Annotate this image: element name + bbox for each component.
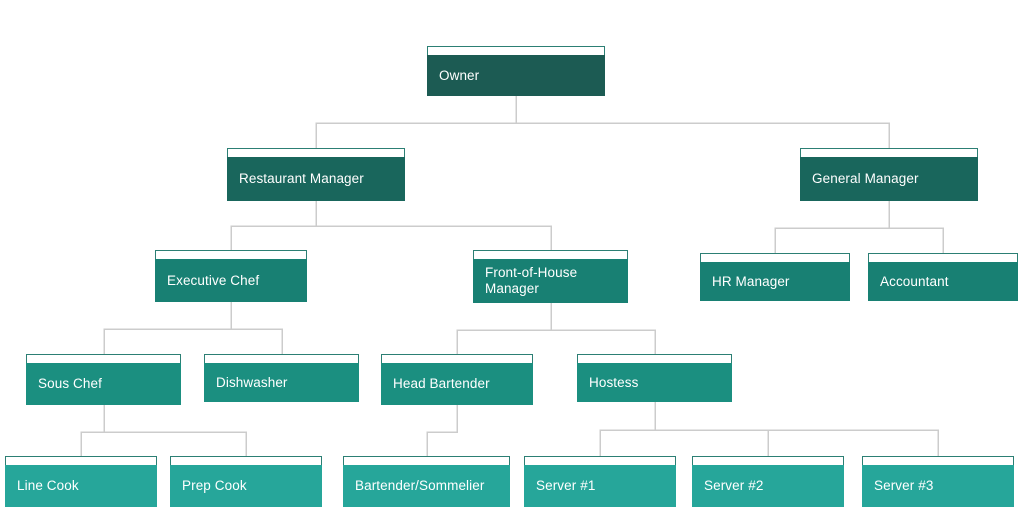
org-connector-owner-to-gen_mgr — [515, 96, 890, 148]
org-node-body: Hostess — [577, 363, 732, 402]
org-node-body: Sous Chef — [26, 363, 181, 405]
org-node-accent-strip — [227, 148, 405, 157]
org-node-body: Prep Cook — [170, 465, 322, 507]
org-node-body: Head Bartender — [381, 363, 533, 405]
org-node-server1[interactable]: Server #1 — [524, 456, 676, 507]
org-connector-foh_mgr-to-hostess — [550, 303, 656, 354]
org-node-head_bar[interactable]: Head Bartender — [381, 354, 533, 405]
org-node-accent-strip — [155, 250, 307, 259]
org-node-label: Line Cook — [17, 478, 79, 493]
org-node-accent-strip — [524, 456, 676, 465]
org-node-body: Accountant — [868, 262, 1018, 301]
org-node-owner[interactable]: Owner — [427, 46, 605, 96]
org-node-label: Server #3 — [874, 478, 934, 493]
org-node-accent-strip — [800, 148, 978, 157]
org-node-body: Server #3 — [862, 465, 1014, 507]
org-node-label: Server #1 — [536, 478, 596, 493]
org-node-server2[interactable]: Server #2 — [692, 456, 844, 507]
org-node-label: HR Manager — [712, 273, 790, 289]
org-node-hr_mgr[interactable]: HR Manager — [700, 253, 850, 301]
org-node-label: Server #2 — [704, 478, 764, 493]
org-connector-hostess-to-server3 — [654, 402, 939, 456]
org-node-accent-strip — [204, 354, 359, 363]
org-node-rest_mgr[interactable]: Restaurant Manager — [227, 148, 405, 201]
org-node-accent-strip — [473, 250, 628, 259]
org-connector-rest_mgr-to-exec_chef — [230, 201, 317, 250]
org-node-accent-strip — [700, 253, 850, 262]
org-node-label: Executive Chef — [167, 272, 260, 288]
org-node-accent-strip — [868, 253, 1018, 262]
org-node-sous_chef[interactable]: Sous Chef — [26, 354, 181, 405]
org-node-label: Front-of-House Manager — [485, 265, 578, 296]
org-node-body: Owner — [427, 55, 605, 96]
org-node-label: Accountant — [880, 273, 949, 289]
org-node-label: Head Bartender — [393, 376, 490, 391]
org-connector-gen_mgr-to-hr_mgr — [774, 201, 890, 253]
org-node-body: Front-of-House Manager — [473, 259, 628, 303]
org-node-body: Line Cook — [5, 465, 157, 507]
org-connector-gen_mgr-to-accountant — [888, 201, 944, 253]
org-connector-hostess-to-server1 — [599, 402, 656, 456]
org-node-accent-strip — [381, 354, 533, 363]
org-connector-head_bar-to-bartender — [426, 405, 458, 456]
org-node-bartender[interactable]: Bartender/Sommelier — [343, 456, 510, 507]
org-node-body: Bartender/Sommelier — [343, 465, 510, 507]
org-node-accent-strip — [692, 456, 844, 465]
org-node-accent-strip — [5, 456, 157, 465]
org-node-label: Prep Cook — [182, 478, 247, 493]
org-node-exec_chef[interactable]: Executive Chef — [155, 250, 307, 302]
org-connector-owner-to-rest_mgr — [315, 96, 517, 148]
org-node-foh_mgr[interactable]: Front-of-House Manager — [473, 250, 628, 303]
org-node-body: General Manager — [800, 157, 978, 201]
org-node-prep_cook[interactable]: Prep Cook — [170, 456, 322, 507]
org-node-body: HR Manager — [700, 262, 850, 301]
org-node-accent-strip — [577, 354, 732, 363]
org-node-gen_mgr[interactable]: General Manager — [800, 148, 978, 201]
org-node-body: Server #2 — [692, 465, 844, 507]
org-connector-foh_mgr-to-head_bar — [456, 303, 552, 354]
org-node-label: Hostess — [589, 374, 639, 390]
org-node-label: General Manager — [812, 171, 919, 186]
org-node-body: Restaurant Manager — [227, 157, 405, 201]
org-connector-exec_chef-to-sous_chef — [103, 302, 232, 354]
org-node-accent-strip — [343, 456, 510, 465]
org-node-body: Executive Chef — [155, 259, 307, 302]
org-connector-exec_chef-to-dishwasher — [230, 302, 283, 354]
org-connector-hostess-to-server2 — [654, 402, 769, 456]
org-node-label: Owner — [439, 67, 480, 83]
org-node-label: Sous Chef — [38, 376, 102, 391]
org-node-label: Bartender/Sommelier — [355, 478, 485, 493]
org-connector-sous_chef-to-line_cook — [80, 405, 105, 456]
org-node-label: Restaurant Manager — [239, 171, 364, 186]
org-connector-rest_mgr-to-foh_mgr — [315, 201, 552, 250]
org-node-dishwasher[interactable]: Dishwasher — [204, 354, 359, 402]
org-node-server3[interactable]: Server #3 — [862, 456, 1014, 507]
org-node-body: Dishwasher — [204, 363, 359, 402]
org-node-accent-strip — [26, 354, 181, 363]
org-node-accent-strip — [427, 46, 605, 55]
org-connector-sous_chef-to-prep_cook — [103, 405, 247, 456]
org-node-hostess[interactable]: Hostess — [577, 354, 732, 402]
org-node-body: Server #1 — [524, 465, 676, 507]
org-node-accent-strip — [170, 456, 322, 465]
org-node-line_cook[interactable]: Line Cook — [5, 456, 157, 507]
org-node-accent-strip — [862, 456, 1014, 465]
org-node-accountant[interactable]: Accountant — [868, 253, 1018, 301]
org-node-label: Dishwasher — [216, 374, 288, 390]
